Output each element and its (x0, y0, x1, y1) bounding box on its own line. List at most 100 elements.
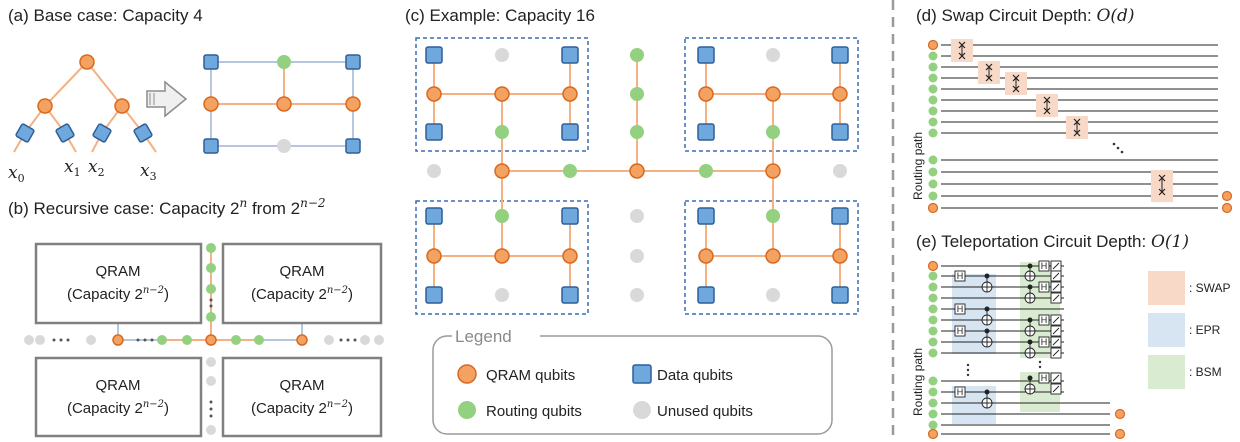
routing-qubit-marker (928, 387, 938, 397)
panel-d: (d) Swap Circuit Depth: O(d) Routing pat… (911, 6, 1233, 214)
qram-qubit-marker (927, 428, 939, 440)
gate-key: : SWAP : EPR : BSM (1148, 271, 1231, 389)
output-qubit-marker (1221, 202, 1233, 214)
h-gate-label: H (1041, 261, 1048, 271)
svg-text:(Capacity 2n−2): (Capacity 2n−2) (251, 285, 353, 303)
tree-qram-nodes (37, 54, 130, 114)
h-gate-label: H (957, 326, 964, 336)
panel-e: (e) Teleportation Circuit Depth: O(1) Ro… (911, 232, 1231, 440)
output-qubit-marker (1221, 190, 1233, 202)
key-bsm-label: : BSM (1189, 365, 1222, 379)
grid-qram-qubit (345, 96, 361, 112)
tree-leaf-1 (55, 123, 75, 143)
ellipsis-dot (1116, 146, 1120, 150)
measure-needle (1052, 272, 1060, 280)
h-gate (954, 386, 966, 398)
measure-needle (1052, 316, 1060, 324)
qram-box-bottom-right: QRAM (Capacity 2n−2) (221, 356, 383, 438)
routing-qubit-marker (928, 51, 938, 61)
swap-gate-cross (1012, 85, 1020, 93)
swap-gate-cross (1158, 188, 1166, 196)
routing-qubit-marker (928, 95, 938, 105)
swap-gate-cross (1073, 129, 1081, 137)
quadrant-frame (684, 200, 859, 315)
swap-gate-cross (1043, 107, 1051, 115)
grid-unused-qubit (277, 139, 291, 153)
panel-c-title: (c) Example: Capacity 16 (405, 6, 595, 25)
transform-arrow-icon (146, 80, 188, 118)
routing-qubit-marker (928, 326, 938, 336)
cnot-target-cross (1025, 271, 1035, 281)
routing-qubit-marker (928, 337, 938, 347)
swap-gate-cross (1012, 74, 1020, 82)
control-dot (984, 306, 990, 312)
legend-unused-label: Unused qubits (657, 403, 753, 420)
panel-b-title: (b) Recursive case: Capacity 2n from 2n−… (8, 196, 326, 218)
key-epr-label: : EPR (1189, 323, 1221, 337)
key-swap-label: : SWAP (1189, 281, 1231, 295)
grid-data-qubit (345, 138, 361, 154)
panel-a: (a) Base case: Capacity 4 x0 (8, 6, 361, 185)
recursive-connectors (24, 243, 384, 435)
tree-root-node (79, 54, 95, 70)
control-dot (1027, 317, 1033, 323)
cnot-target-cross (1025, 326, 1035, 336)
swap-gate-cross (985, 74, 993, 82)
legend-qram-label: QRAM qubits (486, 367, 575, 384)
leaf-label-x1: x1 (64, 157, 81, 179)
key-swap-swatch (1148, 271, 1185, 305)
qram-box-top-right: QRAM (Capacity 2n−2) (221, 242, 383, 325)
grid-routing-qubit (277, 55, 291, 69)
routing-qubit-marker (928, 179, 938, 189)
swap-gate-cross (1158, 174, 1166, 182)
base-grid (203, 54, 361, 154)
h-gate-label: H (1041, 337, 1048, 347)
example-data-qubits (425, 46, 849, 304)
h-gate (1038, 336, 1050, 348)
routing-qubit-marker (928, 271, 938, 281)
legend-data-label: Data qubits (657, 367, 733, 384)
measure-needle (1052, 338, 1060, 346)
measure-needle (1052, 374, 1060, 382)
h-gate (1038, 372, 1050, 384)
leaf-label-x0: x0 (8, 163, 25, 185)
h-gate-label: H (957, 271, 964, 281)
h-gate (1038, 314, 1050, 326)
ellipsis-dot (1038, 365, 1042, 369)
h-gate-label: H (1041, 282, 1048, 292)
control-dot (1027, 263, 1033, 269)
grid-data-qubit (203, 138, 219, 154)
control-dot (1027, 339, 1033, 345)
measure-needle (1052, 385, 1060, 393)
h-gate (954, 325, 966, 337)
routing-qubit-marker (928, 348, 938, 358)
tree-node-left (37, 98, 53, 114)
svg-text:QRAM: QRAM (96, 377, 141, 394)
panel-a-title: (a) Base case: Capacity 4 (8, 6, 203, 25)
control-dot (984, 273, 990, 279)
qram-qubit-marker (927, 39, 939, 51)
h-gate-label: H (957, 304, 964, 314)
control-dot (1027, 375, 1033, 381)
swap-gate-cross (1043, 96, 1051, 104)
routing-qubit-marker (928, 293, 938, 303)
tree-leaf-0 (15, 123, 35, 143)
example-qram-qubits (426, 86, 848, 264)
ellipsis-dot (966, 363, 970, 367)
h-gate (954, 303, 966, 315)
swap-gate-cross (958, 52, 966, 60)
ellipsis-dot (1112, 142, 1116, 146)
qram-box-top-left: QRAM (Capacity 2n−2) (34, 242, 203, 325)
svg-text:QRAM: QRAM (280, 263, 325, 280)
tree-node-right (114, 98, 130, 114)
control-dot (984, 328, 990, 334)
tree-leaf-2 (92, 123, 112, 143)
panel-e-ylabel: Routing path (911, 348, 925, 416)
example-routing-qubits (495, 48, 780, 223)
routing-qubit-marker (928, 191, 938, 201)
ellipsis-dot (966, 373, 970, 377)
measure-needle (1052, 327, 1060, 335)
control-dot (984, 389, 990, 395)
cnot-target-cross (982, 398, 992, 408)
routing-qubit-marker (928, 73, 938, 83)
